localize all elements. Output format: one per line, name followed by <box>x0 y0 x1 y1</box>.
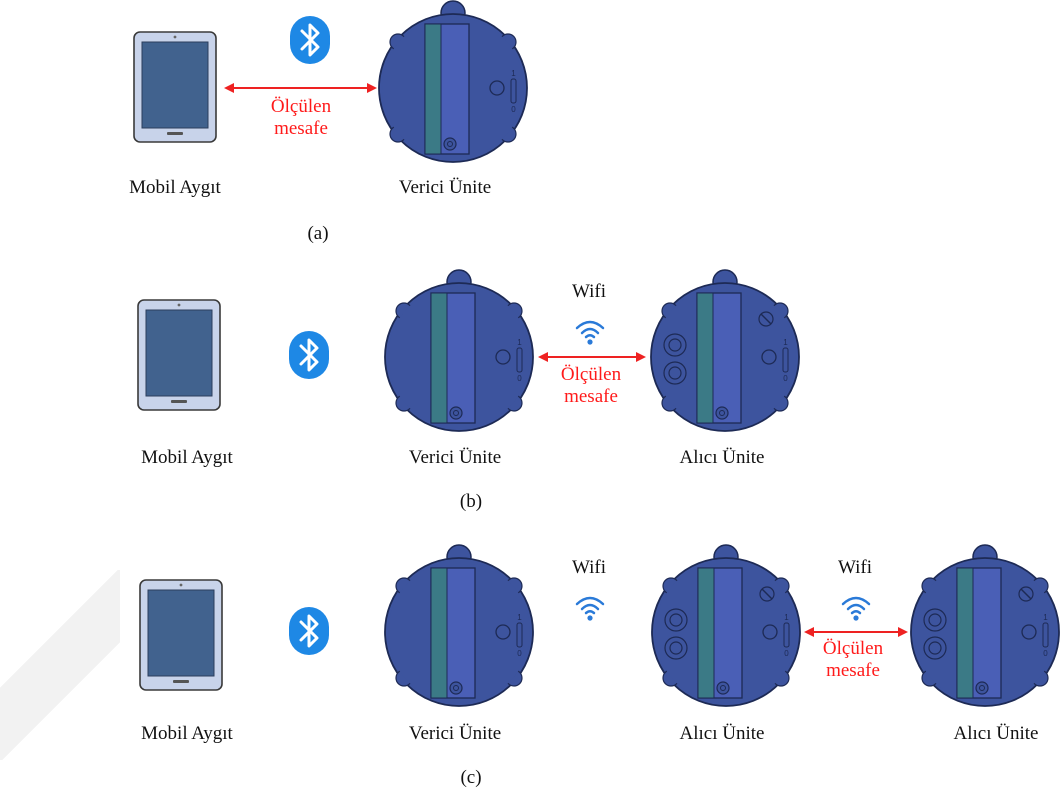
measured-distance-line2: mesafe <box>274 118 328 139</box>
transmitter-label: Verici Ünite <box>398 177 492 198</box>
mobile-device-label: Mobil Aygıt <box>129 177 221 198</box>
wifi-label-2: Wifi <box>837 557 873 578</box>
panel-caption-a: (a) <box>307 223 329 244</box>
mobile-device-icon <box>139 579 223 691</box>
panel-caption-c: (c) <box>460 767 482 788</box>
wifi-icon <box>575 596 605 622</box>
measured-distance-label: Ölçülen mesafe <box>823 638 883 682</box>
wifi-label-1: Wifi <box>571 557 607 578</box>
wifi-label: Wifi <box>571 281 607 302</box>
wifi-icon <box>575 320 605 346</box>
bluetooth-icon <box>287 605 331 657</box>
measured-distance-line2: mesafe <box>826 660 880 681</box>
receiver-unit <box>651 270 799 431</box>
receiver-label: Alıcı Ünite <box>679 447 765 468</box>
transmitter-unit <box>385 270 533 431</box>
mobile-device-label: Mobil Aygıt <box>141 447 233 468</box>
measured-distance-line2: mesafe <box>564 386 618 407</box>
receiver-unit <box>652 545 800 706</box>
measured-distance-line1: Ölçülen <box>822 638 884 659</box>
mobile-device-icon <box>133 31 217 143</box>
bluetooth-icon <box>287 329 331 381</box>
measured-distance-line1: Ölçülen <box>270 96 332 117</box>
receiver-label-1: Alıcı Ünite <box>679 723 765 744</box>
mobile-device-icon <box>137 299 221 411</box>
transmitter-unit <box>379 1 527 162</box>
transmitter-label: Verici Ünite <box>408 723 502 744</box>
receiver-unit <box>911 545 1059 706</box>
receiver-label-2: Alıcı Ünite <box>953 723 1039 744</box>
bluetooth-icon <box>288 14 332 66</box>
transmitter-label: Verici Ünite <box>408 447 502 468</box>
transmitter-unit <box>385 545 533 706</box>
measured-distance-label: Ölçülen mesafe <box>271 96 331 140</box>
wifi-icon <box>841 596 871 622</box>
panel-caption-b: (b) <box>459 491 483 512</box>
background-decoration <box>0 570 120 760</box>
measured-distance-label: Ölçülen mesafe <box>561 364 621 408</box>
mobile-device-label: Mobil Aygıt <box>141 723 233 744</box>
measured-distance-line1: Ölçülen <box>560 364 622 385</box>
